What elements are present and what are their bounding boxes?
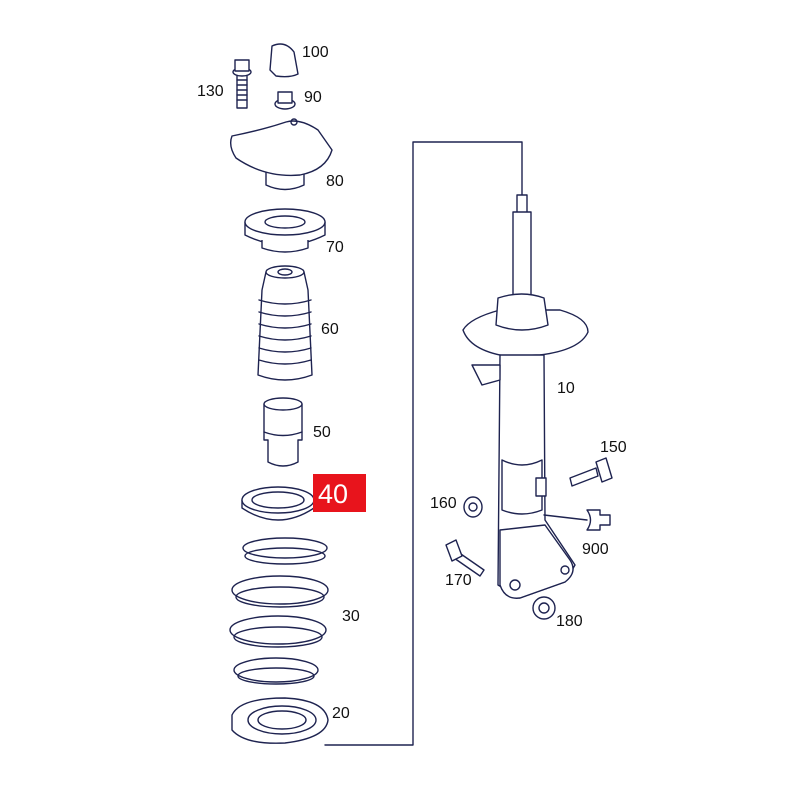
label-20: 20	[332, 705, 350, 722]
label-90: 90	[304, 89, 322, 106]
label-160: 160	[430, 495, 457, 512]
part-30-coil-spring[interactable]	[229, 537, 329, 685]
part-160-nut[interactable]	[463, 496, 483, 518]
assembly-bracket-line	[324, 141, 523, 746]
part-70-bearing[interactable]	[244, 208, 326, 253]
label-60: 60	[321, 321, 339, 338]
label-900: 900	[582, 541, 609, 558]
part-10-shock-absorber[interactable]	[462, 194, 589, 599]
label-70: 70	[326, 239, 344, 256]
part-130-bolt[interactable]	[232, 59, 252, 109]
label-10: 10	[557, 380, 575, 397]
label-150: 150	[600, 439, 627, 456]
label-180: 180	[556, 613, 583, 630]
part-20-lower-spring-pad[interactable]	[231, 697, 329, 744]
highlight-badge-40	[313, 474, 366, 512]
label-50: 50	[313, 424, 331, 441]
label-80: 80	[326, 173, 344, 190]
part-100-cap[interactable]	[269, 43, 299, 78]
part-90-nut[interactable]	[274, 91, 296, 110]
label-100: 100	[302, 44, 329, 61]
part-80-strut-mount[interactable]	[229, 118, 333, 191]
part-900-clip[interactable]	[543, 509, 611, 531]
label-40-highlighted: 40	[318, 479, 348, 509]
label-130: 130	[197, 83, 224, 100]
part-170-bolt[interactable]	[445, 539, 485, 577]
label-170: 170	[445, 572, 472, 589]
part-60-dust-boot[interactable]	[257, 265, 313, 381]
part-150-bolt[interactable]	[569, 457, 613, 487]
part-50-bump-stop[interactable]	[263, 397, 303, 467]
part-40-spring-pad[interactable]	[241, 486, 315, 521]
label-30: 30	[342, 608, 360, 625]
part-180-nut[interactable]	[532, 596, 556, 620]
